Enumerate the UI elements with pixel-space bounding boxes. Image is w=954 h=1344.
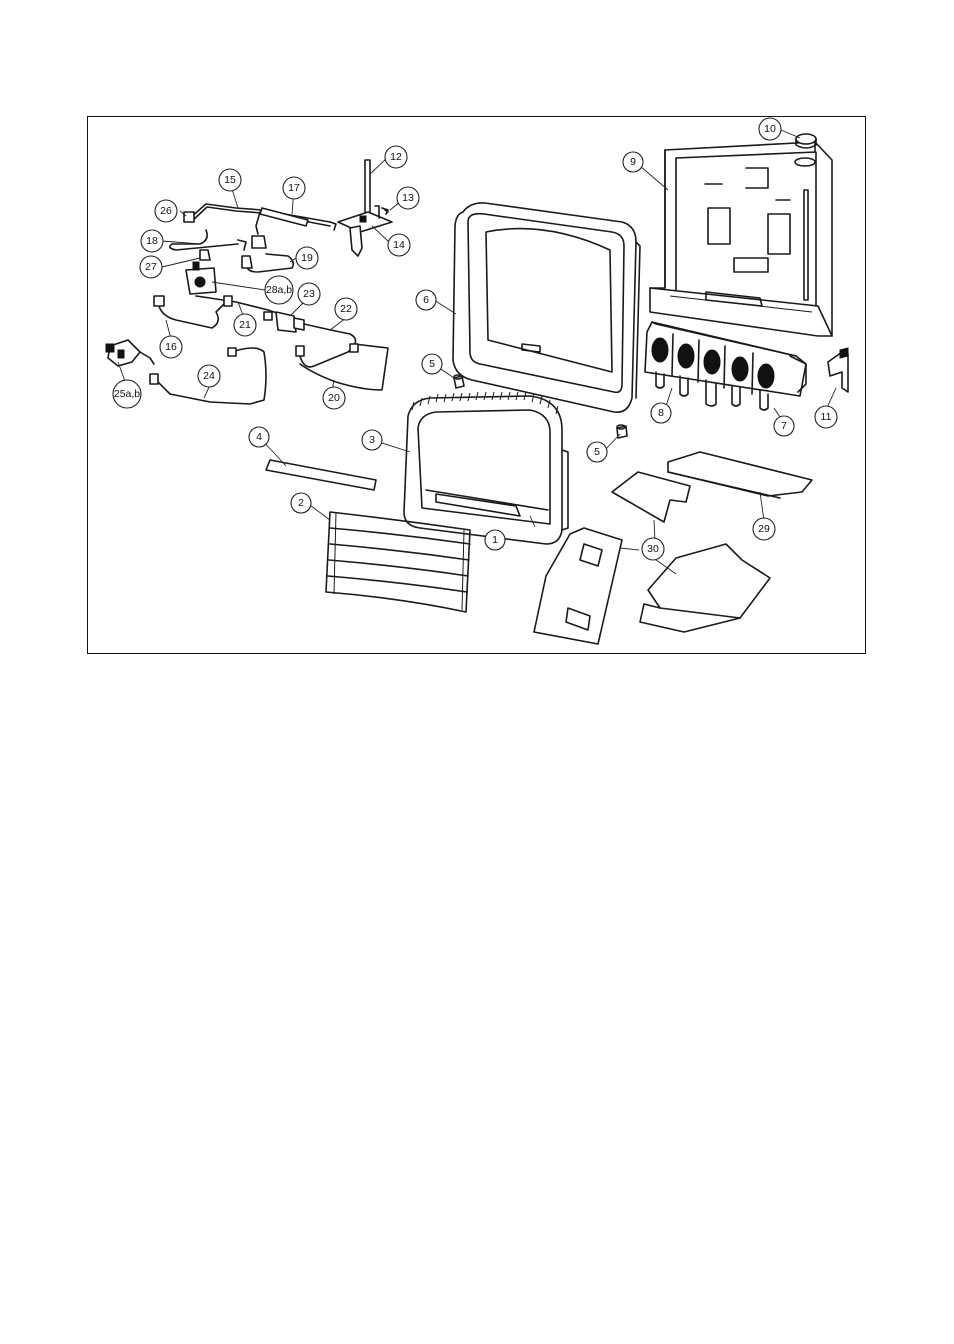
strip-part xyxy=(266,460,376,490)
svg-text:6: 6 xyxy=(423,294,429,306)
callout-7: 7 xyxy=(774,416,794,436)
panel-part-a xyxy=(612,472,690,522)
svg-text:19: 19 xyxy=(301,252,313,264)
callout-20: 20 xyxy=(323,387,345,409)
svg-text:3: 3 xyxy=(369,434,375,446)
svg-text:22: 22 xyxy=(340,303,352,315)
callout-2: 2 xyxy=(291,493,311,513)
svg-text:12: 12 xyxy=(390,151,402,163)
svg-text:8: 8 xyxy=(658,407,664,419)
callout-13: 13 xyxy=(397,187,419,209)
pilot-assembly-part xyxy=(338,206,392,256)
svg-text:4: 4 xyxy=(256,431,262,443)
callout-15: 15 xyxy=(219,169,241,191)
callout-8: 8 xyxy=(651,403,671,423)
panel-part-b xyxy=(534,528,622,644)
callout-21: 21 xyxy=(234,314,256,336)
knob-part-upper xyxy=(454,375,464,388)
svg-text:2: 2 xyxy=(298,497,304,509)
callout-26: 26 xyxy=(155,200,177,222)
callout-11: 11 xyxy=(815,406,837,428)
guard-part xyxy=(326,512,470,612)
svg-text:15: 15 xyxy=(224,174,236,186)
svg-text:29: 29 xyxy=(758,523,770,535)
callout-27: 27 xyxy=(140,256,162,278)
callout-5-lower: 5 xyxy=(587,442,607,462)
front-frame-part xyxy=(404,392,568,544)
callout-29: 29 xyxy=(753,518,775,540)
svg-text:23: 23 xyxy=(303,288,315,300)
clip-part xyxy=(382,208,388,214)
callout-23: 23 xyxy=(298,283,320,305)
callout-19: 19 xyxy=(296,247,318,269)
svg-text:27: 27 xyxy=(145,261,157,273)
callout-22: 22 xyxy=(335,298,357,320)
callout-5-upper: 5 xyxy=(422,354,442,374)
back-panel-part xyxy=(650,142,832,336)
svg-text:17: 17 xyxy=(288,182,300,194)
svg-text:30: 30 xyxy=(647,543,659,555)
callout-10: 10 xyxy=(759,118,781,140)
svg-text:24: 24 xyxy=(203,370,215,382)
callout-28ab: 28a,b xyxy=(265,276,293,304)
svg-text:25a,b: 25a,b xyxy=(114,388,140,400)
callout-3: 3 xyxy=(362,430,382,450)
svg-text:5: 5 xyxy=(594,446,600,458)
callout-25ab: 25a,b xyxy=(113,380,141,408)
svg-text:11: 11 xyxy=(821,411,832,423)
shelf-plate-part xyxy=(668,452,812,498)
callout-4: 4 xyxy=(249,427,269,447)
svg-text:20: 20 xyxy=(328,392,340,404)
svg-text:13: 13 xyxy=(402,192,414,204)
svg-text:14: 14 xyxy=(393,239,405,251)
svg-text:9: 9 xyxy=(630,156,636,168)
svg-text:5: 5 xyxy=(429,358,435,370)
svg-text:16: 16 xyxy=(165,341,177,353)
svg-text:26: 26 xyxy=(160,205,172,217)
callout-6: 6 xyxy=(416,290,436,310)
callout-30: 30 xyxy=(642,538,664,560)
svg-text:1: 1 xyxy=(492,534,498,546)
svg-text:7: 7 xyxy=(781,420,787,432)
casing-part xyxy=(453,203,640,412)
rod-part xyxy=(365,160,370,216)
callout-18: 18 xyxy=(141,230,163,252)
callout-9: 9 xyxy=(623,152,643,172)
callout-24: 24 xyxy=(198,365,220,387)
callout-12: 12 xyxy=(385,146,407,168)
svg-text:28a,b: 28a,b xyxy=(266,284,292,296)
callout-17: 17 xyxy=(283,177,305,199)
svg-text:18: 18 xyxy=(146,235,158,247)
callout-14: 14 xyxy=(388,234,410,256)
callout-16: 16 xyxy=(160,336,182,358)
bracket-part xyxy=(828,348,848,392)
callout-1: 1 xyxy=(485,530,505,550)
svg-text:21: 21 xyxy=(239,319,251,331)
svg-text:10: 10 xyxy=(764,123,776,135)
